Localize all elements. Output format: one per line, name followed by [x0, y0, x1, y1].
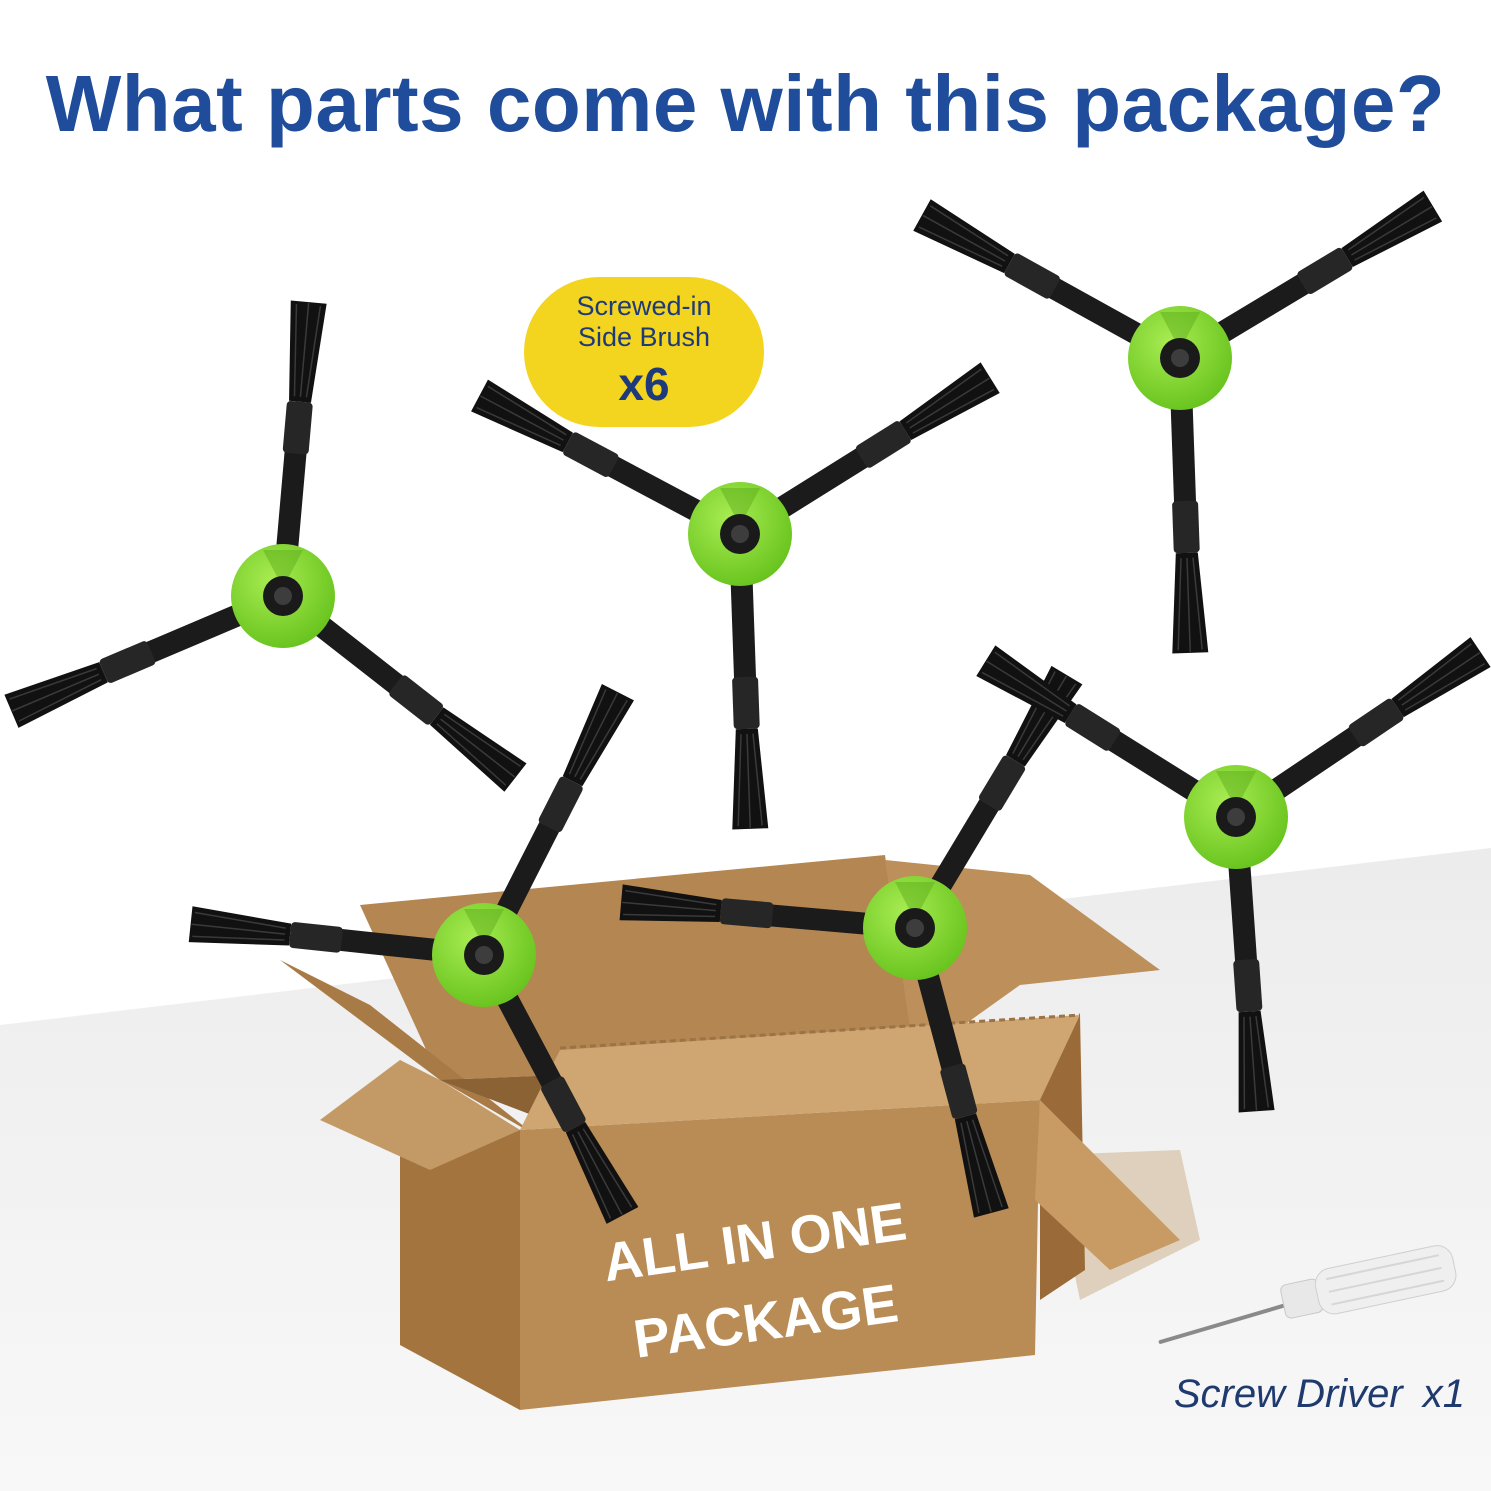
side-brush-3	[912, 189, 1443, 655]
badge-label-line1: Screwed-in	[576, 291, 712, 321]
cardboard-box	[280, 855, 1200, 1410]
screwdriver-label: Screw Driver	[1173, 1372, 1403, 1416]
screwdriver-quantity: x1	[1422, 1372, 1465, 1416]
badge-quantity: x6	[618, 358, 670, 410]
quantity-badge: Screwed-in Side Brush x6	[524, 277, 764, 427]
side-brush-1	[3, 299, 528, 793]
screwdriver-icon	[1158, 1245, 1457, 1344]
screwdriver-caption: Screw Driver x1	[1100, 1372, 1465, 1417]
page-title: What parts come with this package?	[45, 59, 1446, 148]
side-brush-2	[470, 361, 1001, 831]
badge-label-line2: Side Brush	[577, 322, 711, 352]
